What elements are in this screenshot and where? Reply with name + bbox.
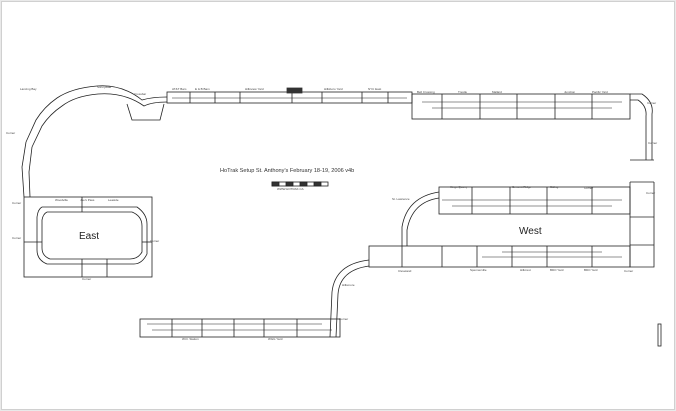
module-label: NYC East	[368, 87, 382, 91]
module-label: Junction	[564, 90, 576, 94]
module-label: Hillsview Yard	[245, 87, 264, 91]
module-label: Hillsmore	[342, 283, 355, 287]
module-label: Joe's Pass	[80, 198, 95, 202]
module-label: Corner	[624, 269, 634, 273]
module-label: Spennerville	[470, 268, 487, 272]
top-module-strip	[166, 91, 413, 104]
scale-caption: WWW.HOTRAK.CA	[277, 187, 304, 191]
module-label: Leaside	[108, 198, 119, 202]
module-label: Siding	[550, 185, 559, 189]
module-label: BDO Yard	[584, 268, 598, 272]
module-label: Cement Ridge	[512, 185, 532, 189]
module-label: Kings Quarry	[450, 185, 468, 189]
module-label: Hillsboro Yard	[324, 87, 343, 91]
module-label: Corner	[12, 201, 22, 205]
module-label: Crossbar	[134, 92, 147, 96]
module-label: Corner	[150, 239, 160, 243]
module-label: Corner	[82, 277, 92, 281]
module-label: E & B Bam	[195, 87, 210, 91]
module-label: St. Lawrence	[392, 197, 410, 201]
module-label: AT&T Bam	[172, 87, 187, 91]
module-label: W.D. Station	[182, 337, 199, 341]
module-label: Corner	[648, 141, 658, 145]
module-label: Corner	[12, 236, 22, 240]
module-label: Cleveland	[398, 269, 412, 273]
module-label: Corner	[584, 186, 594, 190]
module-label: Corner	[646, 191, 656, 195]
module-label: Woodville	[55, 198, 68, 202]
module-label: Mallard	[492, 90, 502, 94]
module-label: Corner	[339, 317, 349, 321]
module-label: Corner	[647, 101, 657, 105]
module-label: Hillcrest	[520, 268, 531, 272]
module-label: Trestle	[458, 90, 468, 94]
region-east-label: East	[79, 231, 100, 242]
module-label: Corner	[6, 131, 16, 135]
module-label: Pacific Yard	[592, 90, 608, 94]
module-label: Sunnydale	[97, 85, 112, 89]
module-label: WGG Yard	[268, 337, 283, 341]
region-west-label: West	[519, 226, 542, 237]
module-label: Lancing Bay	[20, 87, 37, 91]
module-label: BDO Yard	[550, 268, 564, 272]
module-label: Bell Crossing	[417, 90, 435, 94]
diagram-title: HoTrak Setup St. Anthony's February 18-1…	[220, 168, 355, 174]
